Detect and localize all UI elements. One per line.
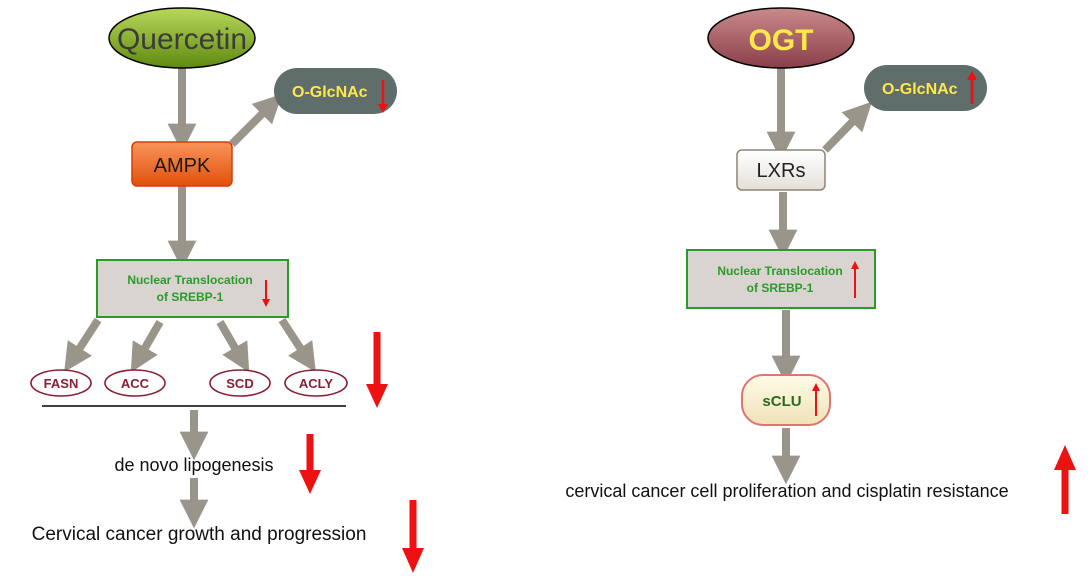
arrow-lxrs-to-olcnac [822, 101, 873, 153]
nuclear-line2-right: of SREBP-1 [747, 281, 814, 295]
enzyme-scd [209, 369, 271, 397]
enzyme-acly-label: ACLY [299, 376, 334, 391]
enzyme-fasn [30, 369, 92, 397]
lxrs-label: LXRs [757, 160, 806, 182]
sclu-up-arrow-head [812, 383, 820, 391]
nuclear-translocation-box-left [96, 259, 289, 318]
enzyme-fasn-label: FASN [44, 376, 79, 391]
lipogenesis-label: de novo lipogenesis [114, 455, 273, 475]
nuclear-up-arrow-right-head [851, 261, 859, 269]
enzyme-acc-label: ACC [121, 376, 150, 391]
arrow-ampk-to-olcnac [229, 93, 283, 147]
olcnac-label-left: O-GlcNAc [292, 84, 368, 101]
olcnac-up-arrow-right-head [967, 71, 977, 80]
olcnac-node-left [274, 68, 397, 114]
change-down-arrow-enzymes-head [366, 384, 388, 408]
ampk-label: AMPK [154, 155, 211, 177]
ampk-node [131, 141, 233, 187]
nuclear-line2-left: of SREBP-1 [157, 290, 224, 304]
quercetin-label: Quercetin [117, 23, 247, 56]
ogt-label: OGT [749, 24, 814, 57]
nuclear-line1-right: Nuclear Translocation [717, 264, 842, 278]
ogt-node [707, 7, 855, 69]
nuclear-line1-left: Nuclear Translocation [127, 273, 252, 287]
sclu-label: sCLU [762, 393, 801, 410]
nuclear-translocation-box-right [686, 249, 876, 309]
left-outcome-label: Cervical cancer growth and progression [32, 524, 367, 545]
olcnac-label-right: O-GlcNAc [882, 81, 958, 98]
right-outcome-label: cervical cancer cell proliferation and c… [565, 481, 1008, 501]
enzyme-acly [284, 369, 348, 397]
olcnac-down-arrow-left-head [378, 104, 388, 113]
arrow-nuclear-to-scd [216, 319, 250, 373]
change-up-arrow-outcome-head [1054, 445, 1076, 470]
arrow-nuclear-to-fasn [64, 317, 102, 373]
enzyme-acc [104, 369, 166, 397]
sclu-node [741, 374, 831, 426]
olcnac-node-right [864, 65, 987, 111]
change-down-arrow-lipogenesis-head [299, 470, 321, 494]
enzyme-scd-label: SCD [226, 376, 253, 391]
change-down-arrow-outcome-head [402, 548, 424, 573]
quercetin-node [108, 7, 256, 69]
arrow-nuclear-to-acly [278, 317, 316, 373]
lxrs-node [736, 149, 826, 191]
arrow-nuclear-to-acc [130, 319, 164, 373]
nuclear-down-arrow-left-head [262, 299, 270, 307]
